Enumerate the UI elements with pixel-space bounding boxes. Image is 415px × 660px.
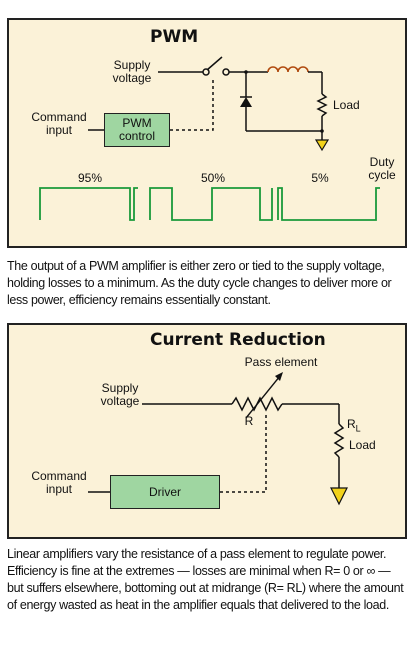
rl-label-sub: L [355,423,361,434]
rl-label: RL [347,418,367,435]
pwm-control-label: PWM control [118,116,156,143]
current-reduction-caption: Linear amplifiers vary the resistance of… [7,547,404,612]
pwm-duty-50: 50% [200,171,226,185]
cr-load-label: Load [349,438,376,452]
pwm-command-label: Command input [31,110,87,137]
pwm-duty-95: 95% [77,171,103,185]
pwm-duty-label: Duty cycle [368,155,396,182]
driver-box: Driver [110,475,220,509]
pass-element-label: Pass element [244,355,318,369]
driver-label: Driver [149,484,181,499]
pwm-title: PWM [150,27,199,47]
load-resistor [316,93,328,117]
load-resistor-rl [333,423,345,458]
pwm-load-label: Load [333,98,360,112]
waveform-5 [277,187,380,221]
pwm-duty-5: 5% [311,171,329,185]
pwm-caption: The output of a PWM amplifier is either … [7,259,392,307]
switch-blade [206,56,223,71]
cr-supply-label: Supply voltage [100,381,140,408]
pwm-control-box: PWM control [104,113,170,147]
current-reduction-title: Current Reduction [150,330,326,350]
cr-command-label: Command input [31,469,87,496]
r-label: R [244,414,254,428]
diode-symbol [240,97,252,107]
rl-label-r: R [347,417,356,431]
pwm-supply-label: Supply voltage [112,58,152,85]
cr-ground-symbol [330,487,348,506]
waveform-95 [39,187,138,221]
inductor-symbol [267,66,309,73]
waveform-50 [149,187,273,221]
pwm-ground-symbol [314,139,330,152]
pwm-panel [7,18,407,248]
